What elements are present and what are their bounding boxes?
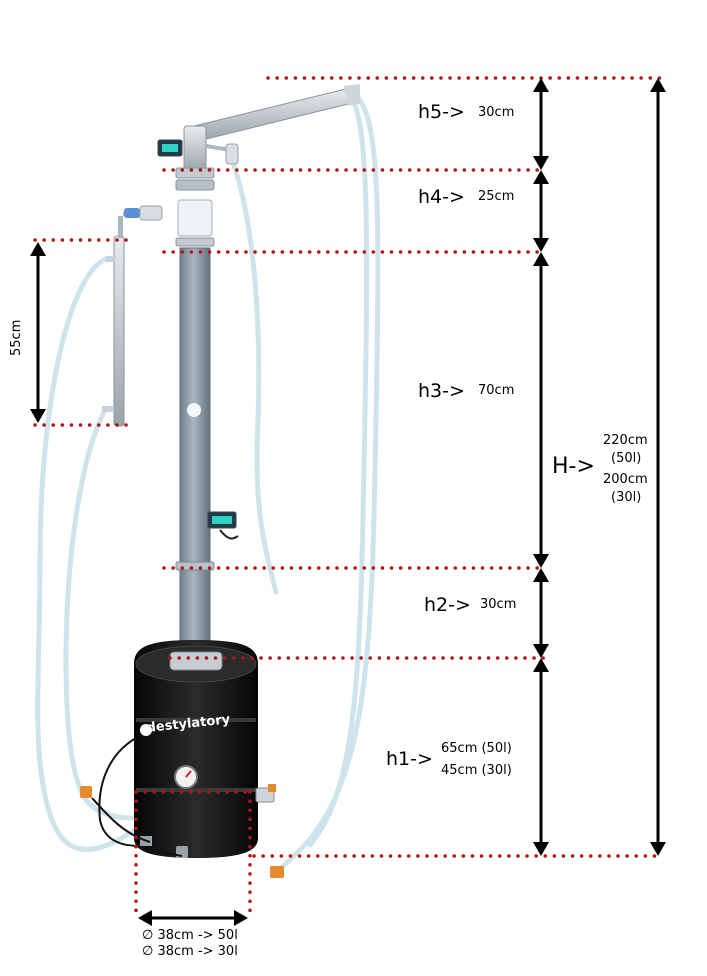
hose-right-inner [307,93,370,848]
main-column [175,247,239,657]
h2-value: 30cm [480,597,517,612]
H-value-30l: (30l) [611,490,642,505]
h5-value: 30cm [478,105,515,120]
side-condenser [102,205,163,427]
dimension-arrows [30,78,666,926]
h3-value: 70cm [478,383,515,398]
h1-key: h1-> [386,748,433,770]
hose-left-a [35,255,153,852]
H-key: H-> [552,454,595,479]
cooling-hoses [35,89,381,875]
H-value-50l: (50l) [611,451,642,466]
keg-boiler [80,640,284,878]
guide-lines [33,76,662,920]
hose-left-b [63,409,135,821]
h2-key: h2-> [424,594,471,616]
diameter-50l: ∅ 38cm -> 50l [142,928,238,943]
h3-key: h3-> [418,380,465,402]
h5-key: h5-> [418,101,465,123]
diameter-30l: ∅ 38cm -> 30l [142,944,238,959]
column-brand-text: destylatory [136,454,151,528]
h1-value-50l: 65cm (50l) [441,741,512,756]
h1-value-30l: 45cm (30l) [441,763,512,778]
hose-right-outer [275,89,381,875]
h4-key: h4-> [418,186,465,208]
hose-middle [225,147,279,595]
h4-value: 25cm [478,189,515,204]
H-value-220: 220cm [603,433,648,448]
H-value-200: 200cm [603,472,648,487]
heater-cables [91,737,183,857]
column-head [157,84,360,247]
side-height-label: 55cm [9,319,24,356]
